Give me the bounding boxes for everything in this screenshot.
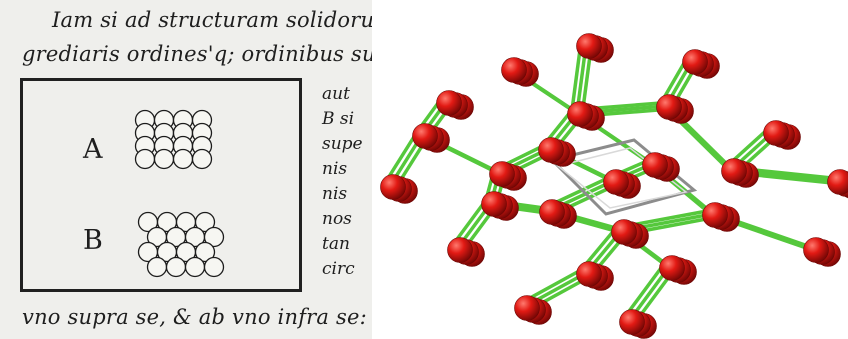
oxygen-atom: [540, 200, 565, 225]
printed-page-scan: Iam si ad structuram solidorum grediaris…: [0, 0, 372, 339]
margin-fragment: circ: [322, 259, 355, 279]
oxygen-atom: [612, 220, 637, 245]
oxygen-atom: [604, 170, 629, 195]
margin-fragment: B si: [322, 109, 354, 129]
oxygen-atom: [381, 175, 406, 200]
oxygen-atom: [764, 121, 789, 146]
oxygen-atom: [577, 262, 602, 287]
sphere-packing-drawing: [0, 0, 372, 339]
oxygen-atom: [568, 102, 593, 127]
packing-sphere: [186, 258, 205, 277]
oxygen-atom: [643, 153, 668, 178]
margin-fragment: nos: [322, 209, 352, 229]
hexagonal-packing-figure: [139, 213, 224, 277]
oxygen-atom: [577, 34, 602, 59]
oxygen-atom: [437, 91, 462, 116]
oxygen-atom: [804, 238, 829, 263]
packing-sphere: [174, 150, 193, 169]
oxygen-atom: [539, 138, 564, 163]
square-packing-figure: [136, 111, 212, 169]
margin-fragment: tan: [322, 234, 350, 254]
text-line-bottom: vno supra se, & ab vno infra se: &: [22, 305, 372, 329]
margin-fragment: nis: [322, 184, 347, 204]
packing-sphere: [136, 150, 155, 169]
oxygen-atom: [620, 310, 645, 335]
atom-layer: [381, 34, 848, 339]
oxygen-atom: [660, 256, 685, 281]
packing-sphere: [205, 258, 224, 277]
margin-fragment: aut: [322, 84, 350, 104]
oxygen-atom: [703, 203, 728, 228]
oxygen-atom: [657, 95, 682, 120]
oxygen-atom: [448, 238, 473, 263]
packing-sphere: [148, 258, 167, 277]
packing-sphere: [155, 150, 174, 169]
oxygen-atom: [482, 192, 507, 217]
crystal-structure-render: [372, 0, 848, 339]
packing-sphere: [167, 258, 186, 277]
packing-sphere: [193, 150, 212, 169]
oxygen-atom: [722, 159, 747, 184]
margin-fragment: supe: [322, 134, 363, 154]
oxygen-atom: [413, 124, 438, 149]
oxygen-atom: [515, 296, 540, 321]
oxygen-atom: [502, 58, 527, 83]
oxygen-atom: [490, 162, 515, 187]
oxygen-atom: [683, 50, 708, 75]
margin-fragment: nis: [322, 159, 347, 179]
oxygen-atom: [828, 170, 848, 195]
